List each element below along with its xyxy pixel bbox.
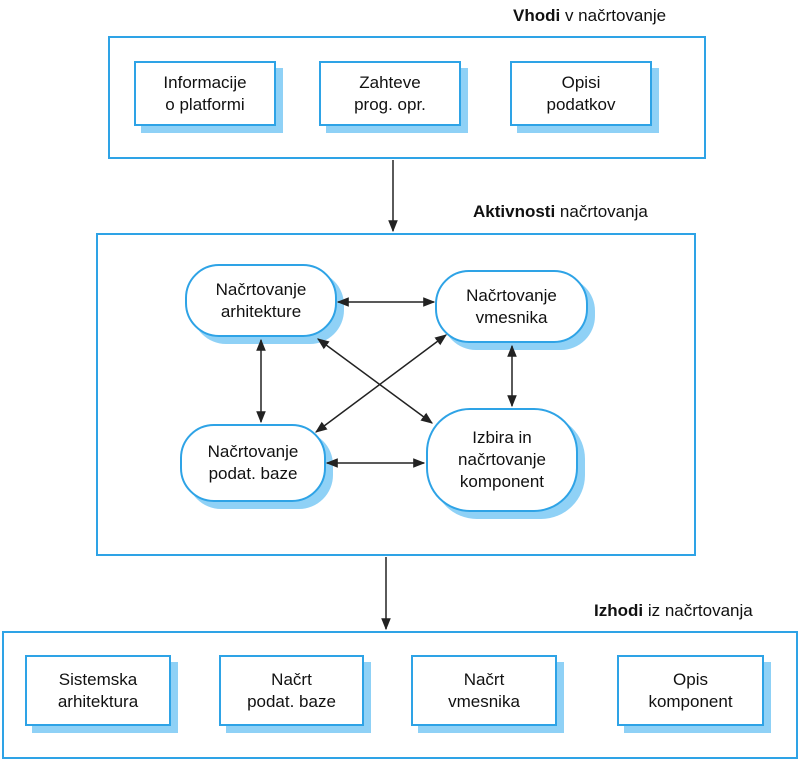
input-box-label: Informacije o platformi bbox=[163, 72, 247, 114]
activity-component-selection-design: Izbira in načrtovanje komponent bbox=[426, 408, 578, 512]
activity-label: Načrtovanje podat. baze bbox=[207, 442, 299, 483]
input-box-software-requirements: Zahteve prog. opr. bbox=[319, 61, 461, 126]
outputs-heading: Izhodi iz načrtovanja bbox=[594, 601, 753, 621]
activity-interface-design: Načrtovanje vmesnika bbox=[435, 270, 588, 343]
inputs-heading: Vhodi v načrtovanje bbox=[513, 6, 666, 26]
output-box-label: Opis komponent bbox=[648, 669, 733, 711]
output-box-interface-spec: Načrt vmesnika bbox=[411, 655, 557, 726]
activities-heading-bold: Aktivnosti bbox=[473, 202, 556, 221]
output-box-label: Načrt podat. baze bbox=[247, 669, 336, 711]
input-box-label: Opisi podatkov bbox=[546, 72, 616, 114]
activity-architecture-design: Načrtovanje arhitekture bbox=[185, 264, 337, 337]
output-box-label: Načrt vmesnika bbox=[448, 669, 520, 711]
activity-label: Načrtovanje arhitekture bbox=[215, 279, 307, 321]
outputs-heading-bold: Izhodi bbox=[594, 601, 644, 620]
activities-heading: Aktivnosti načrtovanja bbox=[473, 202, 648, 222]
inputs-heading-rest: v načrtovanje bbox=[560, 6, 667, 25]
outputs-heading-rest: iz načrtovanja bbox=[643, 601, 753, 620]
input-box-platform-info: Informacije o platformi bbox=[134, 61, 276, 126]
input-box-data-descriptions: Opisi podatkov bbox=[510, 61, 652, 126]
output-box-database-spec: Načrt podat. baze bbox=[219, 655, 364, 726]
activities-frame bbox=[96, 233, 696, 556]
input-box-label: Zahteve prog. opr. bbox=[354, 72, 426, 114]
output-box-label: Sistemska arhitektura bbox=[57, 669, 139, 711]
activities-heading-rest: načrtovanja bbox=[555, 202, 648, 221]
inputs-heading-bold: Vhodi bbox=[513, 6, 561, 25]
activity-label: Načrtovanje vmesnika bbox=[466, 285, 557, 327]
output-box-system-architecture: Sistemska arhitektura bbox=[25, 655, 171, 726]
activity-label: Izbira in načrtovanje komponent bbox=[458, 428, 546, 491]
output-box-component-description: Opis komponent bbox=[617, 655, 764, 726]
activity-database-design: Načrtovanje podat. baze bbox=[180, 424, 326, 502]
